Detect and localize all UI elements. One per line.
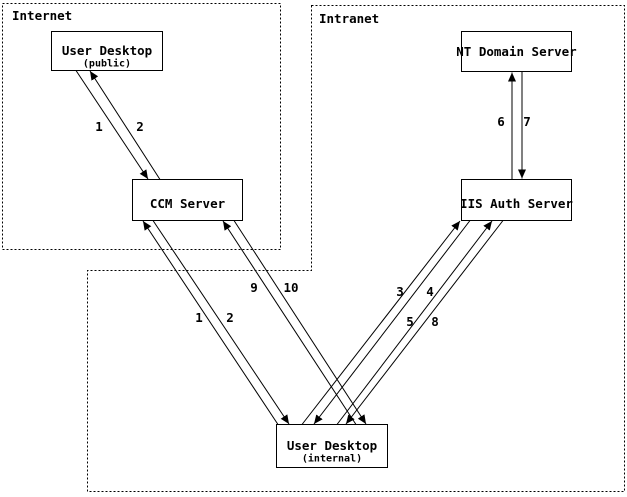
edge-line-1-internal-desktop-to-ccm: [142, 220, 279, 425]
edge-label-5: 5: [406, 314, 414, 329]
edge-line-5-internal-desktop-to-iis: [336, 220, 493, 425]
edge-label-1-public: 1: [95, 119, 103, 134]
node-user-desktop-public-subtitle: (public): [83, 58, 131, 70]
node-nt-domain-server-title: NT Domain Server: [456, 44, 577, 59]
edge-line-3-internal-desktop-to-iis: [301, 220, 461, 425]
internet-region-border: [2, 3, 281, 250]
edge-label-7: 7: [523, 114, 531, 129]
edge-line-10-ccm-to-internal-desktop: [233, 220, 367, 425]
node-user-desktop-public: User Desktop (public): [51, 31, 163, 71]
edge-label-9: 9: [250, 280, 258, 295]
edge-label-3: 3: [396, 284, 404, 299]
intranet-region-label: Intranet: [319, 11, 379, 26]
edge-line-2-ccm-to-public-desktop: [89, 70, 161, 180]
node-iis-auth-server-title: IIS Auth Server: [460, 196, 573, 211]
node-ccm-server-box: [132, 179, 243, 221]
edge-label-6: 6: [497, 114, 505, 129]
edge-label-1-internal: 1: [195, 310, 203, 325]
edge-line-4-iis-to-internal-desktop: [313, 220, 471, 425]
edge-line-2-ccm-to-internal-desktop: [152, 220, 290, 425]
edge-label-4: 4: [426, 284, 434, 299]
edge-line-9-internal-desktop-to-ccm: [222, 220, 357, 425]
node-ccm-server: CCM Server: [132, 179, 243, 221]
edge-line-1-public-desktop-to-ccm: [75, 70, 149, 180]
node-user-desktop-internal: User Desktop (internal): [276, 424, 388, 468]
edge-label-2-public: 2: [136, 119, 144, 134]
node-user-desktop-public-box: [51, 31, 163, 71]
edge-label-10: 10: [283, 280, 298, 295]
edge-label-8: 8: [431, 314, 439, 329]
node-nt-domain-server: NT Domain Server: [456, 31, 577, 72]
node-nt-domain-server-box: [461, 31, 572, 72]
node-iis-auth-server: IIS Auth Server: [460, 179, 573, 221]
edge-label-2-internal: 2: [226, 310, 234, 325]
node-iis-auth-server-box: [461, 179, 572, 221]
internet-region-label: Internet: [12, 8, 72, 23]
node-user-desktop-public-title: User Desktop: [62, 43, 152, 58]
node-user-desktop-internal-box: [276, 424, 388, 468]
node-user-desktop-internal-title: User Desktop: [287, 438, 377, 453]
intranet-region-border: [87, 5, 625, 492]
node-ccm-server-title: CCM Server: [150, 196, 226, 211]
edge-line-8-iis-to-internal-desktop: [345, 220, 504, 425]
node-user-desktop-internal-subtitle: (internal): [302, 453, 362, 465]
